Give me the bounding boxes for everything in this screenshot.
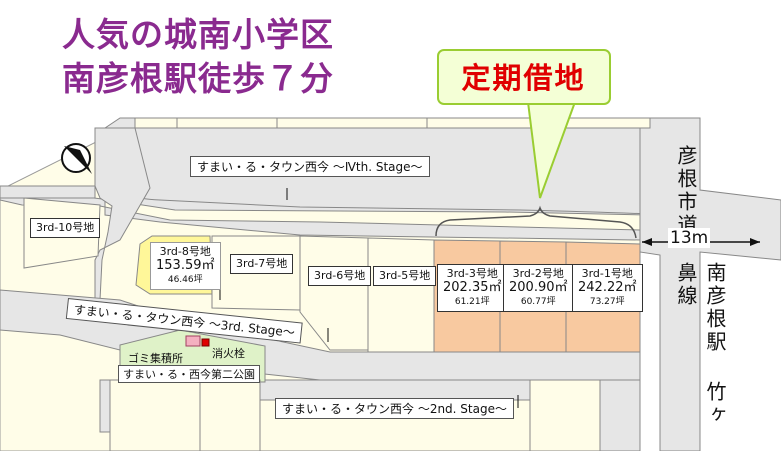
road-label-stage2: すまい・る・タウン西今 ～2nd. Stage～: [275, 398, 514, 419]
lot-7-id: 3rd-7号地: [236, 257, 288, 270]
lot-5-shape: [367, 237, 435, 353]
lot-3-area: 202.35㎡: [443, 280, 502, 295]
lot-3-tsubo: 61.21坪: [454, 297, 490, 307]
lot-1-tsubo: 73.27坪: [589, 297, 625, 307]
lot-3-id: 3rd-3号地: [446, 267, 498, 280]
garbage-station-label: ゴミ集積所: [128, 352, 183, 365]
lot-8-label: 3rd-8号地 153.59㎡ 46.46坪: [150, 242, 221, 290]
lot-2-tsubo: 60.77坪: [520, 297, 556, 307]
lot-6-id: 3rd-6号地: [314, 269, 366, 282]
hydrant-icon: [201, 338, 210, 347]
lot-2-id: 3rd-2号地: [512, 267, 564, 280]
headline-line1: 人気の城南小学区: [62, 15, 334, 54]
lot-1-area: 242.22㎡: [578, 280, 637, 295]
upper-parcels: [134, 117, 651, 129]
lot-1-id: 3rd-1号地: [581, 267, 633, 280]
lot-6-shape: [299, 235, 369, 351]
city-road-label: 彦根市道: [674, 145, 698, 237]
hydrant-label: 消火栓: [212, 347, 245, 360]
road-city: [639, 117, 781, 451]
road-label-stage4: すまい・る・タウン西今 ～Ⅳth. Stage～: [190, 156, 430, 177]
lot-5-label: 3rd-5号地: [373, 266, 437, 286]
width-arrow-right: [750, 238, 760, 246]
lot-6-label: 3rd-6号地: [308, 266, 372, 286]
lot-8-area: 153.59㎡: [156, 258, 215, 273]
road-width-label: 13m: [668, 228, 711, 248]
lot-7-label: 3rd-7号地: [230, 254, 294, 274]
lease-callout: 定期借地: [461, 61, 586, 95]
station-street-label: 南彦根駅 竹ヶ鼻線: [674, 262, 727, 427]
lot-10-id: 3rd-10号地: [36, 221, 95, 234]
north-arrow-icon: [61, 143, 92, 174]
width-arrow-left: [642, 238, 652, 246]
lot-8-tsubo: 46.46坪: [167, 275, 203, 285]
park-name: すまい・る・西今第二公園: [118, 365, 260, 383]
lot-2-area: 200.90㎡: [509, 280, 568, 295]
lot-8-id: 3rd-8号地: [159, 245, 211, 258]
road-right-spur: [599, 379, 641, 451]
lot-2-label: 3rd-2号地 200.90㎡ 60.77坪: [503, 264, 574, 312]
lot-3-label: 3rd-3号地 202.35㎡ 61.21坪: [437, 264, 508, 312]
headline-line2: 南彦根駅徒歩７分: [62, 59, 334, 98]
lot-10-label: 3rd-10号地: [30, 218, 101, 238]
lease-bracket: [435, 205, 637, 239]
callout-box: [437, 49, 611, 105]
road-left-link: [0, 185, 96, 199]
lot-5-id: 3rd-5号地: [379, 269, 431, 282]
garbage-station-icon: [185, 335, 201, 347]
lot-1-label: 3rd-1号地 242.22㎡ 73.27坪: [572, 264, 643, 312]
